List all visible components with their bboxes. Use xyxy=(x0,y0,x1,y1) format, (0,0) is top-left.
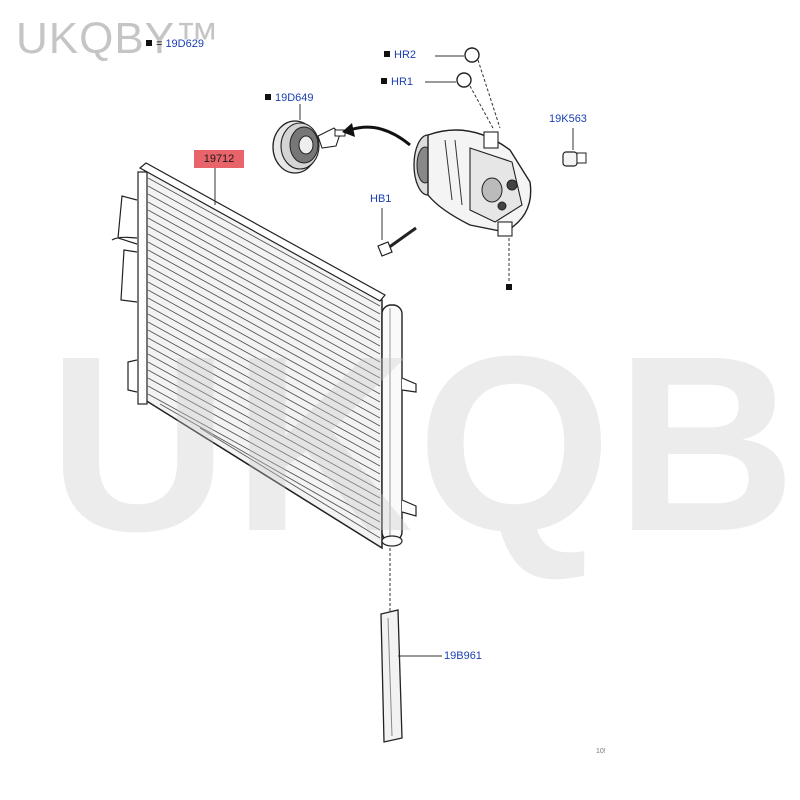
seal-strip xyxy=(380,548,403,743)
callout-hr2[interactable]: HR2 xyxy=(384,49,416,61)
square-bullet-icon xyxy=(384,51,390,58)
callout-19d629-code: 19D629 xyxy=(165,38,204,50)
callout-19d649[interactable]: 19D649 xyxy=(265,92,314,104)
o-rings xyxy=(425,47,501,131)
callout-19k563-label: 19K563 xyxy=(549,113,587,125)
callout-19k563[interactable]: 19K563 xyxy=(549,113,587,125)
corner-mark: 10! xyxy=(596,748,606,755)
callout-hr1-label: HR1 xyxy=(391,76,414,88)
callout-19d649-label: 19D649 xyxy=(275,92,314,104)
square-bullet-icon xyxy=(381,78,387,85)
callout-hb1-label: HB1 xyxy=(370,193,392,205)
callout-19712-highlighted[interactable]: 19712 xyxy=(194,150,244,168)
bolt xyxy=(377,208,417,257)
callout-19d629-prefix: = xyxy=(156,38,163,50)
watermark-top: UKQBY™ xyxy=(16,14,221,63)
callout-hr1[interactable]: HR1 xyxy=(381,76,413,88)
condenser xyxy=(111,162,417,550)
callout-19b961-label: 19B961 xyxy=(444,650,482,662)
callout-hr2-label: HR2 xyxy=(394,49,417,61)
callout-hb1[interactable]: HB1 xyxy=(370,193,391,205)
square-bullet-icon xyxy=(146,40,152,47)
pressure-switch xyxy=(562,128,587,167)
callout-19b961[interactable]: 19B961 xyxy=(444,650,482,662)
compressor xyxy=(413,129,532,282)
watermark-large: UKQBY™ xyxy=(48,304,800,583)
clutch-pulley xyxy=(272,120,346,174)
square-bullet-icon xyxy=(265,94,271,101)
callout-19d629[interactable]: =19D629 xyxy=(146,38,204,50)
